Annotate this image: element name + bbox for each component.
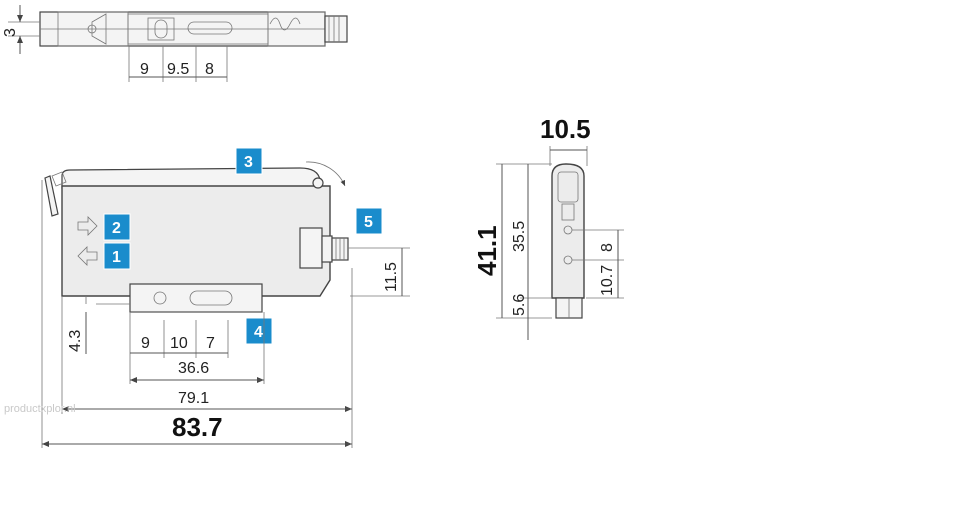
callout-1: 1	[103, 242, 131, 270]
top-dim-9: 9	[140, 61, 149, 78]
callout-4: 4	[245, 317, 273, 345]
dim-9-front: 9	[141, 335, 150, 352]
watermark: productxplor.nl	[4, 403, 76, 415]
front-view: 3 2 1 5 4 11.5 4.3 9	[4, 147, 410, 448]
side-dim-41-1: 41.1	[472, 225, 502, 276]
side-view: 10.5 41.1 35.5 5.6 8 10.7	[472, 114, 624, 340]
side-dim-35-5: 35.5	[511, 221, 528, 252]
top-dim-8: 8	[205, 61, 214, 78]
side-dim-10-7: 10.7	[599, 265, 616, 296]
dim-83-7: 83.7	[172, 412, 223, 442]
dim-10: 10	[170, 335, 188, 352]
side-dim-10-5: 10.5	[540, 114, 591, 144]
svg-text:1: 1	[112, 249, 121, 266]
callout-5: 5	[355, 207, 383, 235]
dim-36-6: 36.6	[178, 360, 209, 377]
top-dim-3: 3	[2, 28, 19, 37]
top-view: 3 9 9.5 8	[2, 5, 348, 82]
svg-text:3: 3	[244, 154, 253, 171]
side-dim-8: 8	[599, 243, 616, 252]
svg-text:5: 5	[364, 214, 373, 231]
dim-11-5: 11.5	[383, 262, 400, 292]
callout-3: 3	[235, 147, 263, 175]
callout-2: 2	[103, 213, 131, 241]
dim-79-1: 79.1	[178, 390, 209, 407]
svg-text:2: 2	[112, 220, 121, 237]
side-dim-5-6: 5.6	[511, 294, 528, 316]
dim-4-3: 4.3	[67, 330, 84, 352]
svg-text:4: 4	[254, 324, 263, 341]
dim-7: 7	[206, 335, 215, 352]
top-dim-9-5: 9.5	[167, 61, 189, 78]
